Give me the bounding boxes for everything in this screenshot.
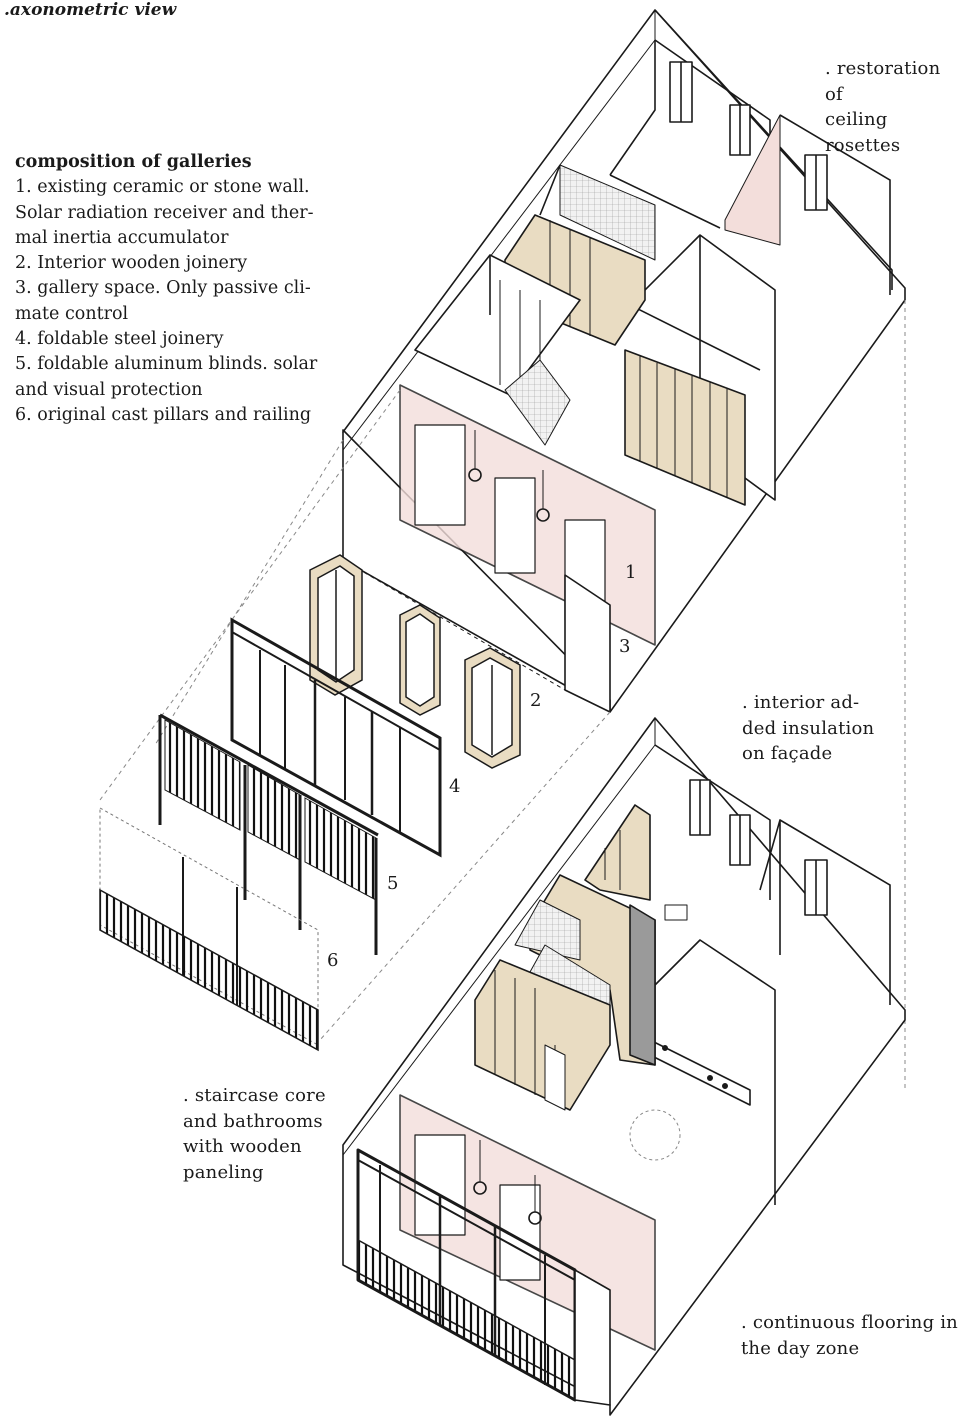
label-5: 5 (387, 873, 399, 894)
cast-pillars-and-railing (99, 807, 319, 1052)
label-1: 1 (625, 562, 637, 583)
foldable-steel-joinery (230, 617, 442, 858)
annotation-line: ceiling rosettes (825, 109, 901, 156)
annotation-flooring: . continuous flooring in the day zone (741, 1310, 958, 1361)
legend-line: 6. original cast pillars and railing (15, 404, 312, 425)
label-4: 4 (449, 776, 461, 797)
legend-line: 4. foldable steel joinery (15, 329, 224, 350)
legend-line: mate control (15, 303, 129, 324)
annotation-line: paneling (183, 1161, 264, 1183)
legend-line: 1. existing ceramic or stone wall. (15, 177, 310, 198)
legend-line: mal inertia accumulator (15, 227, 229, 248)
annotation-line: ded insulation (742, 717, 875, 739)
annotation-line: . continuous flooring in (741, 1312, 958, 1333)
exploded-layers (99, 300, 906, 1090)
legend-line: and visual protection (15, 379, 203, 400)
annotation-line: . restoration of (825, 58, 941, 105)
legend-heading: composition of galleries (15, 152, 252, 172)
label-3: 3 (619, 636, 631, 657)
annotation-line: on façade (742, 743, 833, 764)
legend-line: 3. gallery space. Only passive cli- (15, 278, 311, 299)
annotation-ceiling-rosettes: . restoration of ceiling rosettes (825, 56, 960, 158)
drawing-title: .axonometric view (4, 0, 177, 20)
legend-line: Solar radiation receiver and ther- (15, 202, 314, 223)
annotation-line: . interior ad- (742, 692, 860, 713)
annotation-line: the day zone (741, 1337, 860, 1359)
legend-composition-of-galleries: composition of galleries 1. existing cer… (15, 150, 320, 428)
interior-wooden-joinery (309, 554, 521, 769)
label-6: 6 (327, 950, 339, 971)
legend-line: 5. foldable aluminum blinds. solar (15, 354, 318, 375)
annotation-line: and bathrooms (183, 1110, 323, 1132)
annotation-line: with wooden (183, 1136, 302, 1157)
label-2: 2 (530, 690, 542, 711)
annotation-staircase: . staircase core and bathrooms with wood… (183, 1083, 326, 1185)
annotation-insulation: . interior ad- ded insulation on façade (742, 690, 874, 767)
foldable-aluminum-blinds (158, 713, 379, 955)
upper-floor-plan (342, 9, 906, 713)
annotation-line: . staircase core (183, 1085, 326, 1106)
legend-line: 2. Interior wooden joinery (15, 253, 248, 274)
lower-floor-plan (342, 717, 906, 1416)
